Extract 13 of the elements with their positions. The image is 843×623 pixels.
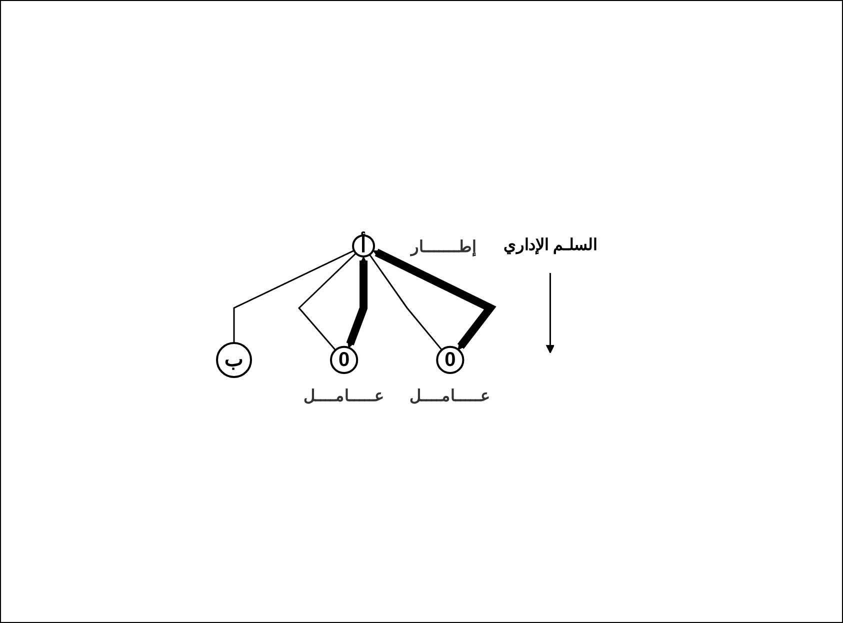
leader-arrow	[545, 272, 554, 354]
double-headed-arrow	[372, 248, 496, 350]
circle-node: 0	[436, 346, 464, 374]
circle-node: 0	[330, 346, 358, 374]
node-caption: إطـــــــار	[410, 238, 476, 256]
node-caption: عـــــامــــل	[409, 388, 490, 405]
circle-node: ب	[216, 342, 252, 378]
node-caption: عـــــامــــل	[303, 388, 384, 405]
hierarchy-label: السلـم الإداري	[503, 236, 596, 254]
connector-line	[368, 254, 442, 350]
connector-line	[298, 252, 356, 350]
double-headed-arrow	[346, 256, 368, 348]
connector-line	[232, 250, 354, 343]
